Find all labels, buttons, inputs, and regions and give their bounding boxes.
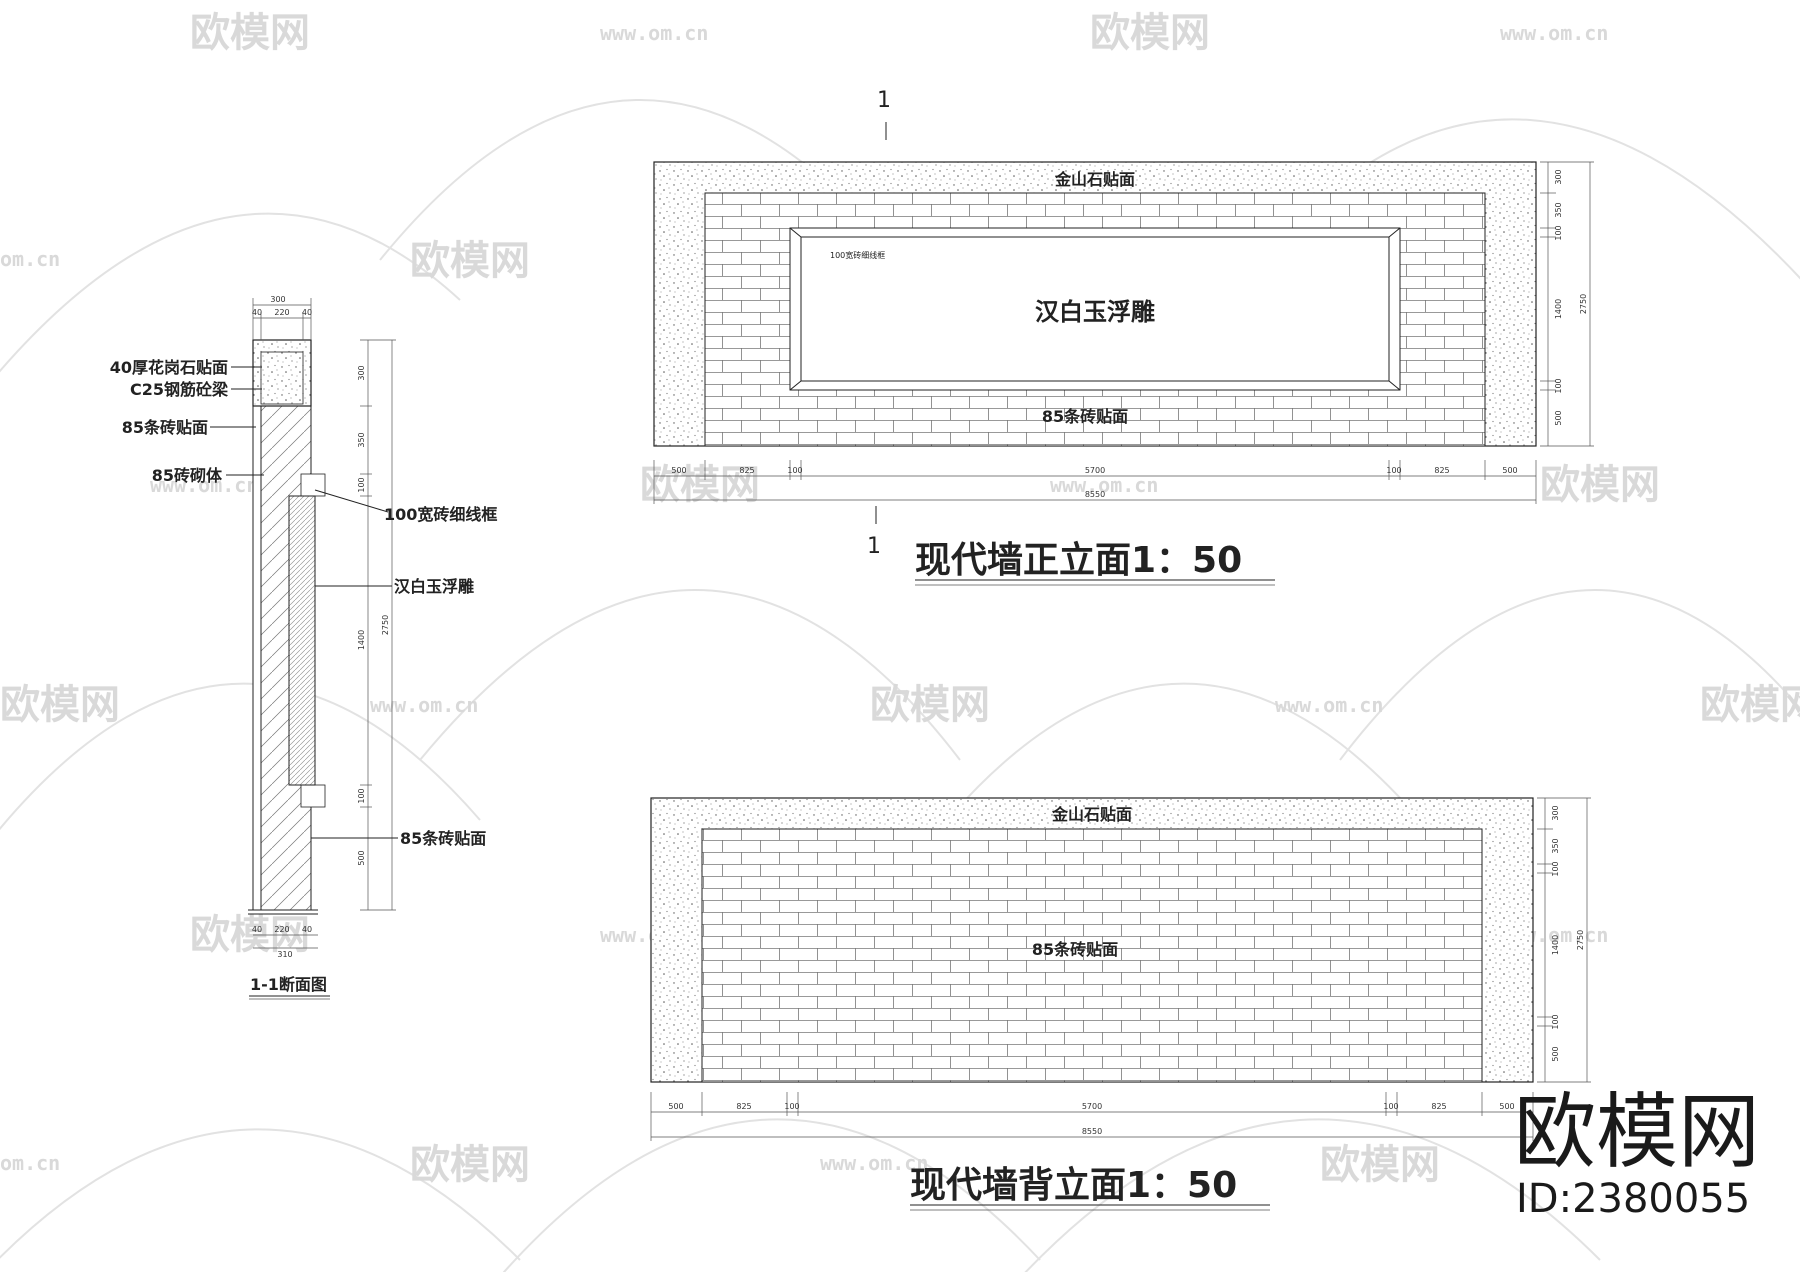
section-top-dim: 300 [270, 295, 285, 304]
section-label-relief: 汉白玉浮雕 [394, 577, 474, 596]
brand-stamp: 欧模网 ID:2380055 [1514, 1085, 1760, 1222]
watermark-site: www.om.cn [1275, 693, 1383, 717]
front-label-stone: 金山石贴面 [1054, 170, 1135, 189]
front-v-dim: 300 [1554, 169, 1563, 184]
section-view: 300 40 220 40 40 220 40 310 300 350 100 … [110, 295, 497, 1000]
watermark-site: www.om.cn [370, 693, 478, 717]
back-h-dim: 825 [1431, 1102, 1446, 1111]
watermark-site: www.om.cn [150, 473, 258, 497]
back-h-dim: 100 [1383, 1102, 1398, 1111]
front-h-dim: 825 [1434, 466, 1449, 475]
section-v-dim: 1400 [357, 630, 366, 650]
section-mark-top: 1 [877, 88, 891, 113]
back-h-dim: 100 [784, 1102, 799, 1111]
watermark-brand: 欧模网 [410, 238, 530, 284]
back-v-dim: 500 [1551, 1046, 1560, 1061]
section-bottom-dim: 40 [252, 925, 262, 934]
front-h-dim: 100 [1386, 466, 1401, 475]
back-h-total: 8550 [1082, 1127, 1102, 1136]
back-title: 现代墙背立面1：50 [910, 1165, 1237, 1206]
section-bottom-dim: 40 [302, 925, 312, 934]
back-v-dim: 300 [1551, 805, 1560, 820]
section-bottom-dim: 220 [274, 925, 289, 934]
watermark-brand: 欧模网 [1540, 462, 1660, 508]
section-label-brick-facing-bottom: 85条砖贴面 [400, 829, 486, 848]
watermark-brand: 欧模网 [190, 10, 310, 56]
back-v-dim: 350 [1551, 838, 1560, 853]
front-h-total: 8550 [1085, 490, 1105, 499]
watermark-brand: 欧模网 [1320, 1142, 1440, 1188]
watermark-brand: 欧模网 [0, 682, 120, 728]
front-label-frame: 100宽砖细线框 [830, 250, 885, 260]
watermark-brand: 欧模网 [870, 682, 990, 728]
front-v-total: 2750 [1579, 294, 1588, 314]
section-v-total: 2750 [381, 615, 390, 635]
back-v-dim: 100 [1551, 1014, 1560, 1029]
watermark-site: om.cn [0, 247, 60, 271]
back-h-dim: 500 [668, 1102, 683, 1111]
front-h-dim: 5700 [1085, 466, 1105, 475]
front-label-relief: 汉白玉浮雕 [1035, 298, 1155, 326]
section-top-dim: 40 [252, 308, 262, 317]
brand-logo-text: 欧模网 [1514, 1085, 1760, 1180]
section-v-dim: 500 [357, 850, 366, 865]
front-elevation: 1 金山石贴面 100宽砖细线框 汉白玉浮雕 85条砖贴面 300 350 10… [653, 88, 1594, 586]
back-h-dim: 5700 [1082, 1102, 1102, 1111]
front-title: 现代墙正立面1：50 [915, 540, 1242, 581]
front-v-dim: 100 [1554, 225, 1563, 240]
watermark-brand: 欧模网 [1700, 682, 1800, 728]
watermark-site: www.om.cn [1050, 473, 1158, 497]
front-h-dim: 500 [671, 466, 686, 475]
section-top-dim: 40 [302, 308, 312, 317]
watermark-brand: 欧模网 [410, 1142, 530, 1188]
back-label-brick: 85条砖贴面 [1032, 940, 1118, 959]
watermark-site: www.om.cn [1500, 21, 1608, 45]
watermark-brand: 欧模网 [1090, 10, 1210, 56]
front-v-dim: 350 [1554, 202, 1563, 217]
back-h-dim: 825 [736, 1102, 751, 1111]
section-top-dim: 220 [274, 308, 289, 317]
section-v-dim: 100 [357, 477, 366, 492]
front-v-dim: 1400 [1554, 299, 1563, 319]
section-mark-bottom: 1 [867, 534, 881, 559]
section-label-brick-facing: 85条砖贴面 [122, 418, 208, 437]
section-bottom-dim: 310 [277, 950, 292, 959]
watermark-site: www.om.cn [600, 21, 708, 45]
back-v-dim: 1400 [1551, 935, 1560, 955]
section-label-beam: C25钢筋砼梁 [130, 380, 229, 399]
front-h-dim: 500 [1502, 466, 1517, 475]
section-v-dim: 350 [357, 432, 366, 447]
section-label-masonry: 85砖砌体 [152, 466, 223, 485]
section-label-granite: 40厚花岗石贴面 [110, 358, 228, 377]
watermark-site: www.om.cn [820, 1151, 928, 1175]
back-h-dim: 500 [1499, 1102, 1514, 1111]
section-title: 1-1断面图 [250, 975, 327, 994]
front-v-dim: 100 [1554, 378, 1563, 393]
watermark-site: om.cn [0, 1151, 60, 1175]
back-label-stone: 金山石贴面 [1051, 805, 1132, 824]
section-v-dim: 100 [357, 788, 366, 803]
section-v-dim: 300 [357, 365, 366, 380]
back-v-total: 2750 [1576, 930, 1585, 950]
front-h-dim: 100 [787, 466, 802, 475]
back-v-dim: 100 [1551, 861, 1560, 876]
front-v-dim: 500 [1554, 410, 1563, 425]
front-h-dim: 825 [739, 466, 754, 475]
back-elevation: 金山石贴面 85条砖贴面 300 350 100 1400 100 500 27… [650, 797, 1591, 1211]
section-label-frame: 100宽砖细线框 [384, 505, 497, 524]
front-label-brick: 85条砖贴面 [1042, 407, 1128, 426]
brand-id: ID:2380055 [1516, 1176, 1750, 1222]
